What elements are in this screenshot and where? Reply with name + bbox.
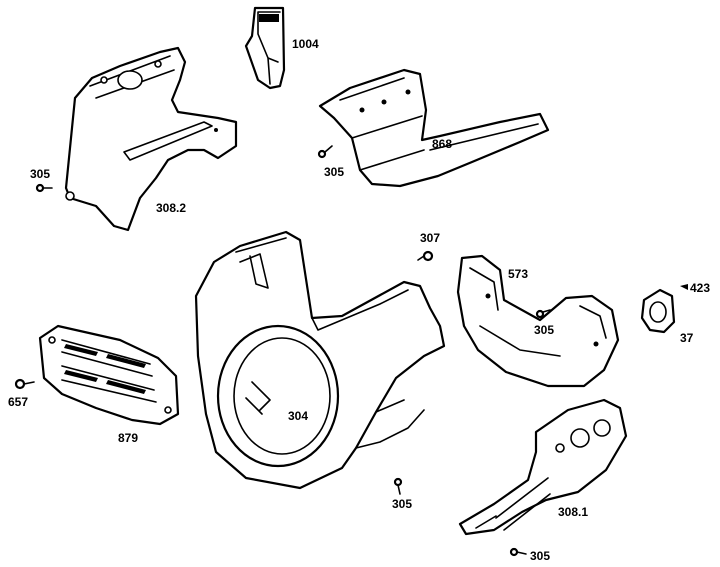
label-573: 573 <box>508 267 528 281</box>
part-573-shroud <box>456 254 620 388</box>
label-308-1: 308.1 <box>558 505 588 519</box>
screw-657 <box>14 378 35 390</box>
screw-305-left <box>35 183 53 193</box>
part-304-blower-housing <box>194 230 446 490</box>
screw-305-bottom-right <box>509 547 527 557</box>
label-1004: 1004 <box>292 37 319 51</box>
label-308-2: 308.2 <box>156 201 186 215</box>
part-308-1-bracket <box>458 398 628 536</box>
label-657: 657 <box>8 395 28 409</box>
label-305-upper: 305 <box>324 165 344 179</box>
label-305-bottom-right: 305 <box>530 549 550 563</box>
label-37: 37 <box>680 331 694 345</box>
label-304: 304 <box>288 409 308 423</box>
part-308-2-bracket <box>64 46 238 232</box>
part-879-grille <box>38 324 180 426</box>
screw-307 <box>417 250 434 262</box>
label-305-bottom: 305 <box>392 497 412 511</box>
part-868-cover <box>318 68 550 188</box>
label-879: 879 <box>118 431 138 445</box>
screw-305-upper <box>317 145 333 159</box>
label-305-left: 305 <box>30 167 50 181</box>
label-305-right: 305 <box>534 323 554 337</box>
screw-305-right <box>535 309 551 319</box>
label-307: 307 <box>420 231 440 245</box>
part-1004-bracket <box>244 6 286 90</box>
label-868: 868 <box>432 137 452 151</box>
screw-423 <box>680 284 688 290</box>
screw-305-bottom <box>393 477 403 495</box>
label-423: 423 <box>690 281 710 295</box>
part-37-gasket <box>640 288 676 334</box>
